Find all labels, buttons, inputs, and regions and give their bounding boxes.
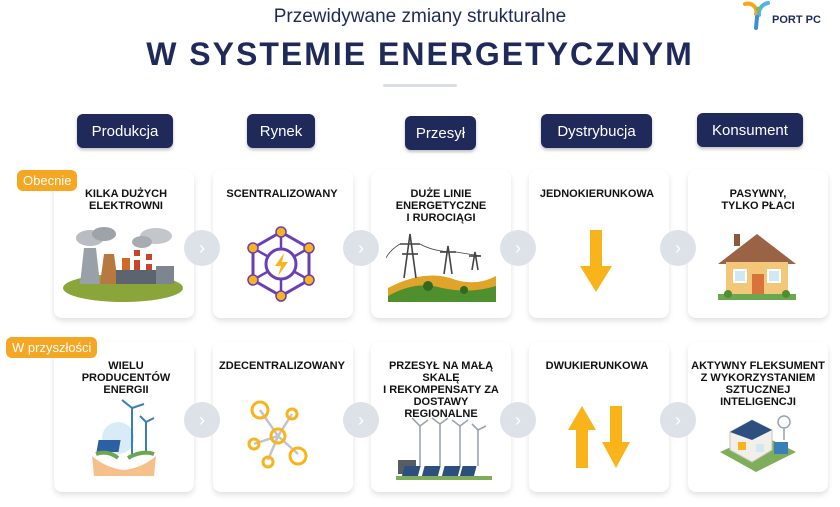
- category-dystrybucja: Dystrybucja: [541, 114, 652, 148]
- category-produkcja: Produkcja: [77, 114, 173, 148]
- renewable-hands-icon: [88, 398, 160, 482]
- category-label: Dystrybucja: [557, 122, 636, 140]
- logo: PORT PC: [742, 0, 840, 34]
- card-text: KILKA DUŻYCH ELEKTROWNI: [84, 188, 168, 212]
- arrow-down-icon: [578, 228, 614, 294]
- decentralized-network-icon: [246, 400, 310, 470]
- power-lines-icon: [386, 228, 498, 302]
- card-text: PASYWNY, TYLKO PŁACI: [721, 188, 795, 212]
- card-text: DWUKIERUNKOWA: [545, 360, 649, 372]
- category-label: Produkcja: [91, 122, 159, 140]
- arrows-updown-icon: [566, 404, 634, 470]
- card-text: SCENTRALIZOWANY: [226, 188, 338, 200]
- next-arrow-icon: ›: [660, 230, 696, 266]
- next-arrow-icon: ›: [660, 402, 696, 438]
- page-title: W SYSTEMIE ENERGETYCZNYM: [146, 36, 694, 72]
- centralized-network-icon: [243, 226, 319, 302]
- next-arrow-icon: ›: [500, 230, 536, 266]
- category-label: Przesył: [415, 124, 466, 142]
- card-text: WIELU PRODUCENTÓW ENERGII: [81, 360, 171, 396]
- category-label: Rynek: [259, 122, 303, 140]
- logo-mark-icon: [743, 1, 770, 30]
- category-label: Konsument: [712, 121, 788, 139]
- card-text: ZDECENTRALIZOWANY: [219, 360, 345, 372]
- house-icon: [714, 230, 800, 302]
- smart-home-icon: [712, 412, 802, 482]
- title-divider: [383, 84, 457, 87]
- power-plant-icon: [60, 226, 186, 304]
- card-text: JEDNOKIERUNKOWA: [539, 188, 655, 200]
- wind-solar-farm-icon: [396, 416, 492, 482]
- card-future-produkcja: [54, 342, 194, 492]
- logo-text: PORT PC: [772, 14, 821, 26]
- category-konsument: Konsument: [697, 113, 803, 147]
- next-arrow-icon: ›: [500, 402, 536, 438]
- card-future-przesyl: [371, 342, 511, 492]
- next-arrow-icon: ›: [343, 402, 379, 438]
- next-arrow-icon: ›: [184, 230, 220, 266]
- row-label-current: Obecnie: [17, 170, 78, 191]
- card-future-dystrybucja: [529, 342, 669, 492]
- subtitle: Przewidywane zmiany strukturalne: [273, 6, 567, 27]
- card-text: AKTYWNY FLEKSUMENT Z WYKORZYSTANIEM SZTU…: [691, 360, 825, 408]
- next-arrow-icon: ›: [184, 402, 220, 438]
- category-rynek: Rynek: [247, 114, 315, 148]
- card-text: PRZESYŁ NA MAŁĄ SKALĘ I REKOMPENSATY ZA …: [383, 360, 499, 420]
- card-text: DUŻE LINIE ENERGETYCZNE I RUROCIĄGI: [395, 188, 487, 224]
- next-arrow-icon: ›: [343, 230, 379, 266]
- category-przesyl: Przesył: [405, 116, 476, 150]
- row-label-future: W przyszłości: [6, 337, 98, 358]
- card-future-rynek: [213, 342, 353, 492]
